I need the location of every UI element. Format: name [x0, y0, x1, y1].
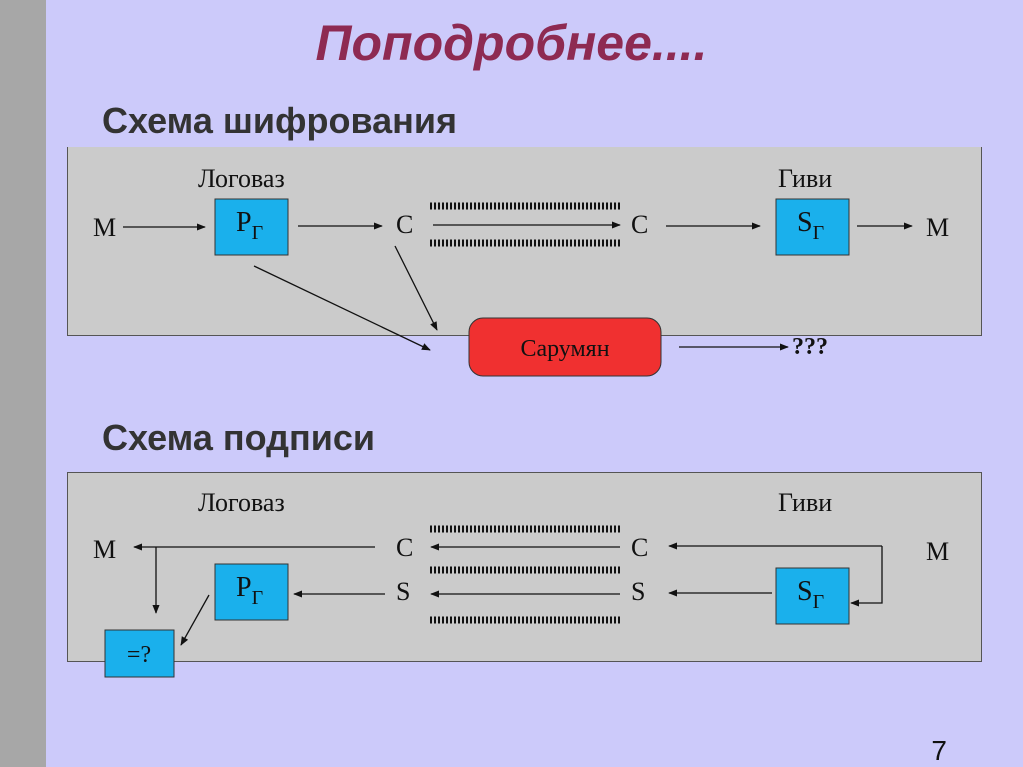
- enc-ciphertext-left: C: [396, 210, 413, 239]
- sig-sign-key-sub: Г: [813, 591, 825, 613]
- compare-label: =?: [127, 642, 151, 668]
- left-bar: [0, 0, 46, 767]
- enc-receiver-label: Гиви: [778, 164, 832, 193]
- enc-arrow-c-to-attacker: [394, 245, 438, 331]
- enc-arrow-key-to-attacker: [253, 265, 431, 351]
- enc-sender-key-label: PГ: [236, 207, 263, 244]
- sig-verify-key-box: [214, 563, 289, 621]
- sig-arrow-m-to-signer: [850, 546, 883, 607]
- page-title: Поподробнее....: [315, 15, 708, 71]
- enc-receiver-key-base: S: [797, 207, 813, 238]
- encryption-heading: Схема шифрования: [102, 100, 458, 141]
- compare-box: [104, 629, 175, 678]
- enc-message-in: M: [93, 213, 116, 242]
- sig-s-left: S: [396, 577, 410, 606]
- sig-sign-key-base: S: [797, 576, 813, 607]
- sig-sign-key-box: [775, 567, 850, 625]
- enc-message-out: M: [926, 213, 949, 242]
- sig-verify-key-sub: Г: [252, 587, 264, 609]
- sig-sender-label: Логоваз: [198, 488, 285, 517]
- attacker-box: [468, 317, 662, 377]
- attacker-result: ???: [792, 334, 828, 360]
- attacker-label: Сарумян: [520, 336, 609, 362]
- sig-message-right: M: [926, 537, 949, 566]
- page-number: 7: [931, 735, 947, 766]
- sig-receiver-label: Гиви: [778, 488, 832, 517]
- sig-message-left: M: [93, 535, 116, 564]
- sig-arrow-verifier-to-compare: [180, 594, 210, 646]
- enc-sender-label: Логоваз: [198, 164, 285, 193]
- sig-verify-key-base: P: [236, 572, 252, 603]
- enc-sender-key-sub: Г: [252, 222, 264, 244]
- signature-heading: Схема подписи: [102, 417, 375, 458]
- enc-receiver-key-label: SГ: [797, 207, 824, 244]
- sig-verify-key-label: PГ: [236, 572, 263, 609]
- sig-c-right: C: [631, 533, 648, 562]
- enc-receiver-key-sub: Г: [813, 222, 825, 244]
- sig-s-right: S: [631, 577, 645, 606]
- sig-sign-key-label: SГ: [797, 576, 824, 613]
- enc-receiver-key-box: [775, 198, 850, 256]
- enc-sender-key-base: P: [236, 207, 252, 238]
- enc-ciphertext-right: C: [631, 210, 648, 239]
- enc-sender-key-box: [214, 198, 289, 256]
- sig-c-left: C: [396, 533, 413, 562]
